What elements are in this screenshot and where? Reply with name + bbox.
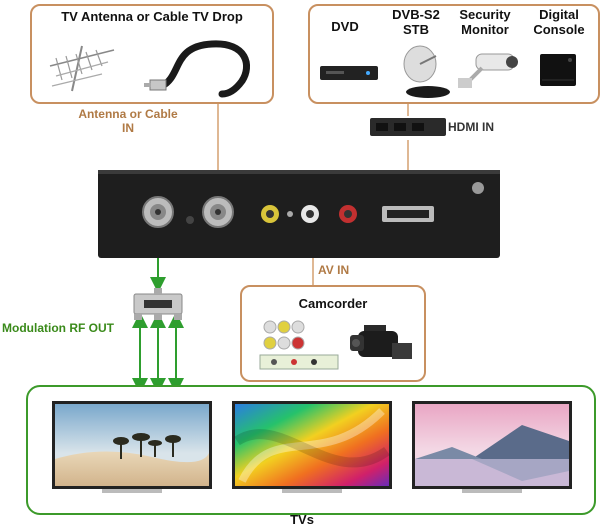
antenna-icon [49,45,115,92]
tv-rainbow [232,401,392,499]
hdmi-in-label: HDMI IN [448,120,494,134]
tvs-panel [26,385,596,515]
rca-white-port [301,205,319,223]
camcorder-icon [350,325,412,359]
tv-screen-rainbow-icon [232,401,392,493]
av-in-label: AV IN [318,263,350,277]
modulation-rf-out-label: Modulation RF OUT [2,321,114,335]
rca-yellow-port [261,205,279,223]
device-label-dvd: DVD [331,19,359,34]
coax-cable-icon [144,40,250,98]
antenna-source-title: TV Antenna or Cable TV Drop [61,9,243,24]
rca-red-port [339,205,357,223]
satellite-dish-icon [403,45,450,98]
game-console-icon [540,54,576,86]
tv-screen-mountain-icon [412,401,572,493]
device-label-console: Digital Console [533,7,585,37]
hdmi-switch-icon [370,118,446,136]
device-label-stb: DVB-S2 STB [392,7,440,37]
camcorder-panel: Camcorder [240,285,426,382]
device-label-security: Security Monitor [459,7,511,37]
antenna-source-panel: TV Antenna or Cable TV Drop [30,4,274,104]
rf-splitter-icon [133,288,183,320]
rf-in-port [202,196,234,228]
tvs-label: TVs [290,512,314,527]
antenna-in-label: Antenna or Cable IN [78,107,178,135]
tv-desert [52,401,212,499]
dvd-player-icon [320,66,378,80]
tv-screen-desert-icon [52,401,212,493]
av-cable-icon [259,320,339,370]
hdmi-sources-panel: DVD DVB-S2 STB Security Monitor Digital … [308,4,600,104]
camcorder-title: Camcorder [298,296,368,311]
modulator-device [98,170,500,258]
rf-out-port [142,196,174,228]
tv-mountain [412,401,572,499]
hdmi-port [382,206,434,222]
security-camera-icon [458,53,518,88]
